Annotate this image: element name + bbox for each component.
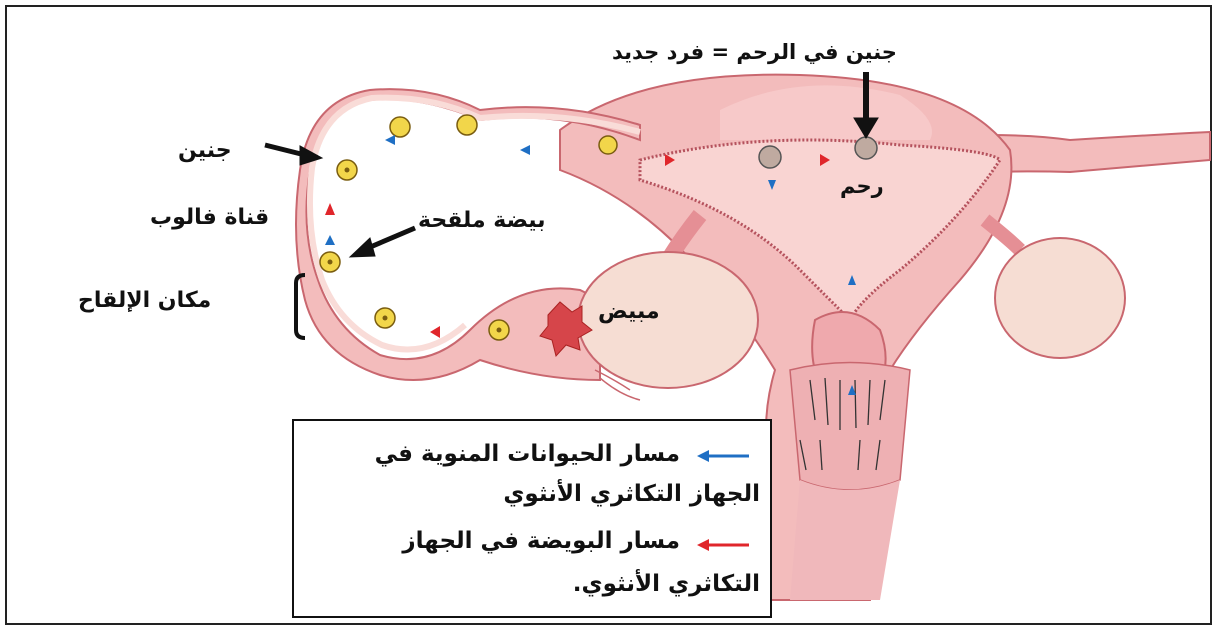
label-embryo: جنين <box>178 140 232 162</box>
red-arrow-icon <box>697 538 751 552</box>
legend-sperm-line2: الجهاز التكاثري الأنثوي <box>503 481 760 507</box>
label-embryo-in-uterus: جنين في الرحم = فرد جديد <box>612 42 897 63</box>
legend-egg-line2: التكاثري الأنثوي. <box>573 571 760 597</box>
legend-egg-line1: مسار البويضة في الجهاز <box>402 528 680 554</box>
blue-arrow-icon <box>697 449 751 463</box>
label-uterus: رحم <box>840 176 884 197</box>
label-fallopian-tube: قناة فالوب <box>150 207 269 229</box>
label-fertilization-site: مكان الإلقاح <box>78 290 211 312</box>
label-ovary: مبيض <box>598 301 660 323</box>
right-ovary <box>985 220 1125 358</box>
legend-sperm-line1: مسار الحيوانات المنوية في <box>375 441 680 467</box>
legend: مسار الحيوانات المنوية في الجهاز التكاثر… <box>292 419 772 618</box>
label-fertilized-egg: بيضة ملقحة <box>418 210 546 232</box>
